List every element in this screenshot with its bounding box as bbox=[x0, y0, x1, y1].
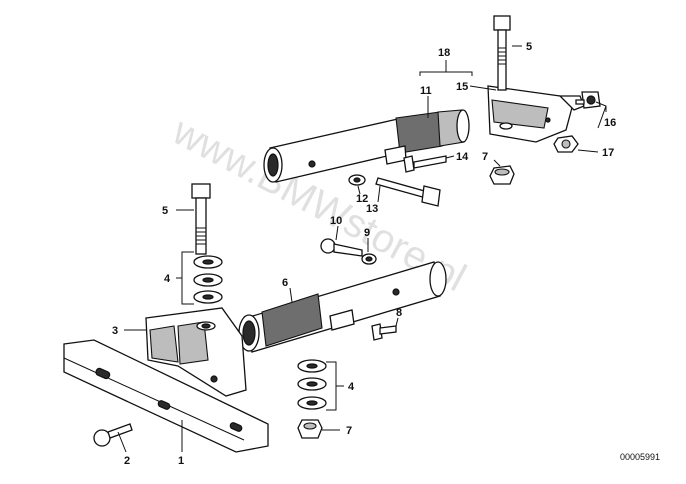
callout-4-lower: 4 bbox=[348, 381, 355, 393]
upper-nut bbox=[489, 165, 515, 185]
lower-nut bbox=[297, 419, 323, 439]
callout-4-upper: 4 bbox=[164, 273, 171, 285]
side-nut bbox=[553, 135, 579, 153]
lower-tube bbox=[238, 261, 447, 353]
callout-18: 18 bbox=[438, 47, 450, 59]
callout-11: 11 bbox=[420, 85, 432, 97]
callout-16: 16 bbox=[604, 117, 616, 129]
middle-screw bbox=[320, 238, 377, 265]
callout-13: 13 bbox=[366, 203, 378, 215]
callout-3: 3 bbox=[112, 325, 118, 337]
long-bolt bbox=[348, 174, 441, 207]
diagram-part-number: 00005991 bbox=[620, 452, 660, 462]
upper-bolt bbox=[493, 15, 511, 91]
callout-17: 17 bbox=[602, 147, 614, 159]
callout-10: 10 bbox=[330, 215, 342, 227]
lower-washers bbox=[297, 359, 327, 410]
callout-5-lower: 5 bbox=[162, 205, 168, 217]
callout-15: 15 bbox=[456, 81, 468, 93]
callout-8: 8 bbox=[396, 307, 402, 319]
callout-2: 2 bbox=[124, 455, 130, 467]
lower-bolt bbox=[191, 183, 211, 255]
callout-14: 14 bbox=[456, 151, 469, 163]
callout-6: 6 bbox=[282, 277, 288, 289]
callout-7-lower: 7 bbox=[346, 425, 352, 437]
crossmember bbox=[63, 339, 269, 453]
side-screw bbox=[575, 91, 601, 109]
upper-tube bbox=[263, 109, 470, 183]
upper-bracket bbox=[487, 85, 585, 143]
upper-washers bbox=[193, 255, 223, 304]
callout-9: 9 bbox=[364, 227, 370, 239]
callout-7-upper: 7 bbox=[482, 151, 488, 163]
callout-12: 12 bbox=[356, 193, 368, 205]
leader-lines bbox=[117, 45, 607, 453]
short-screw bbox=[403, 155, 447, 173]
callout-labels: 18 11 15 5 16 17 7 14 12 13 10 9 6 8 5 4… bbox=[112, 41, 616, 467]
lower-screw bbox=[371, 323, 397, 341]
crossmember-bolt bbox=[93, 423, 133, 447]
callout-1: 1 bbox=[178, 455, 184, 467]
mount-bracket bbox=[145, 307, 247, 397]
callout-5-upper: 5 bbox=[526, 41, 532, 53]
